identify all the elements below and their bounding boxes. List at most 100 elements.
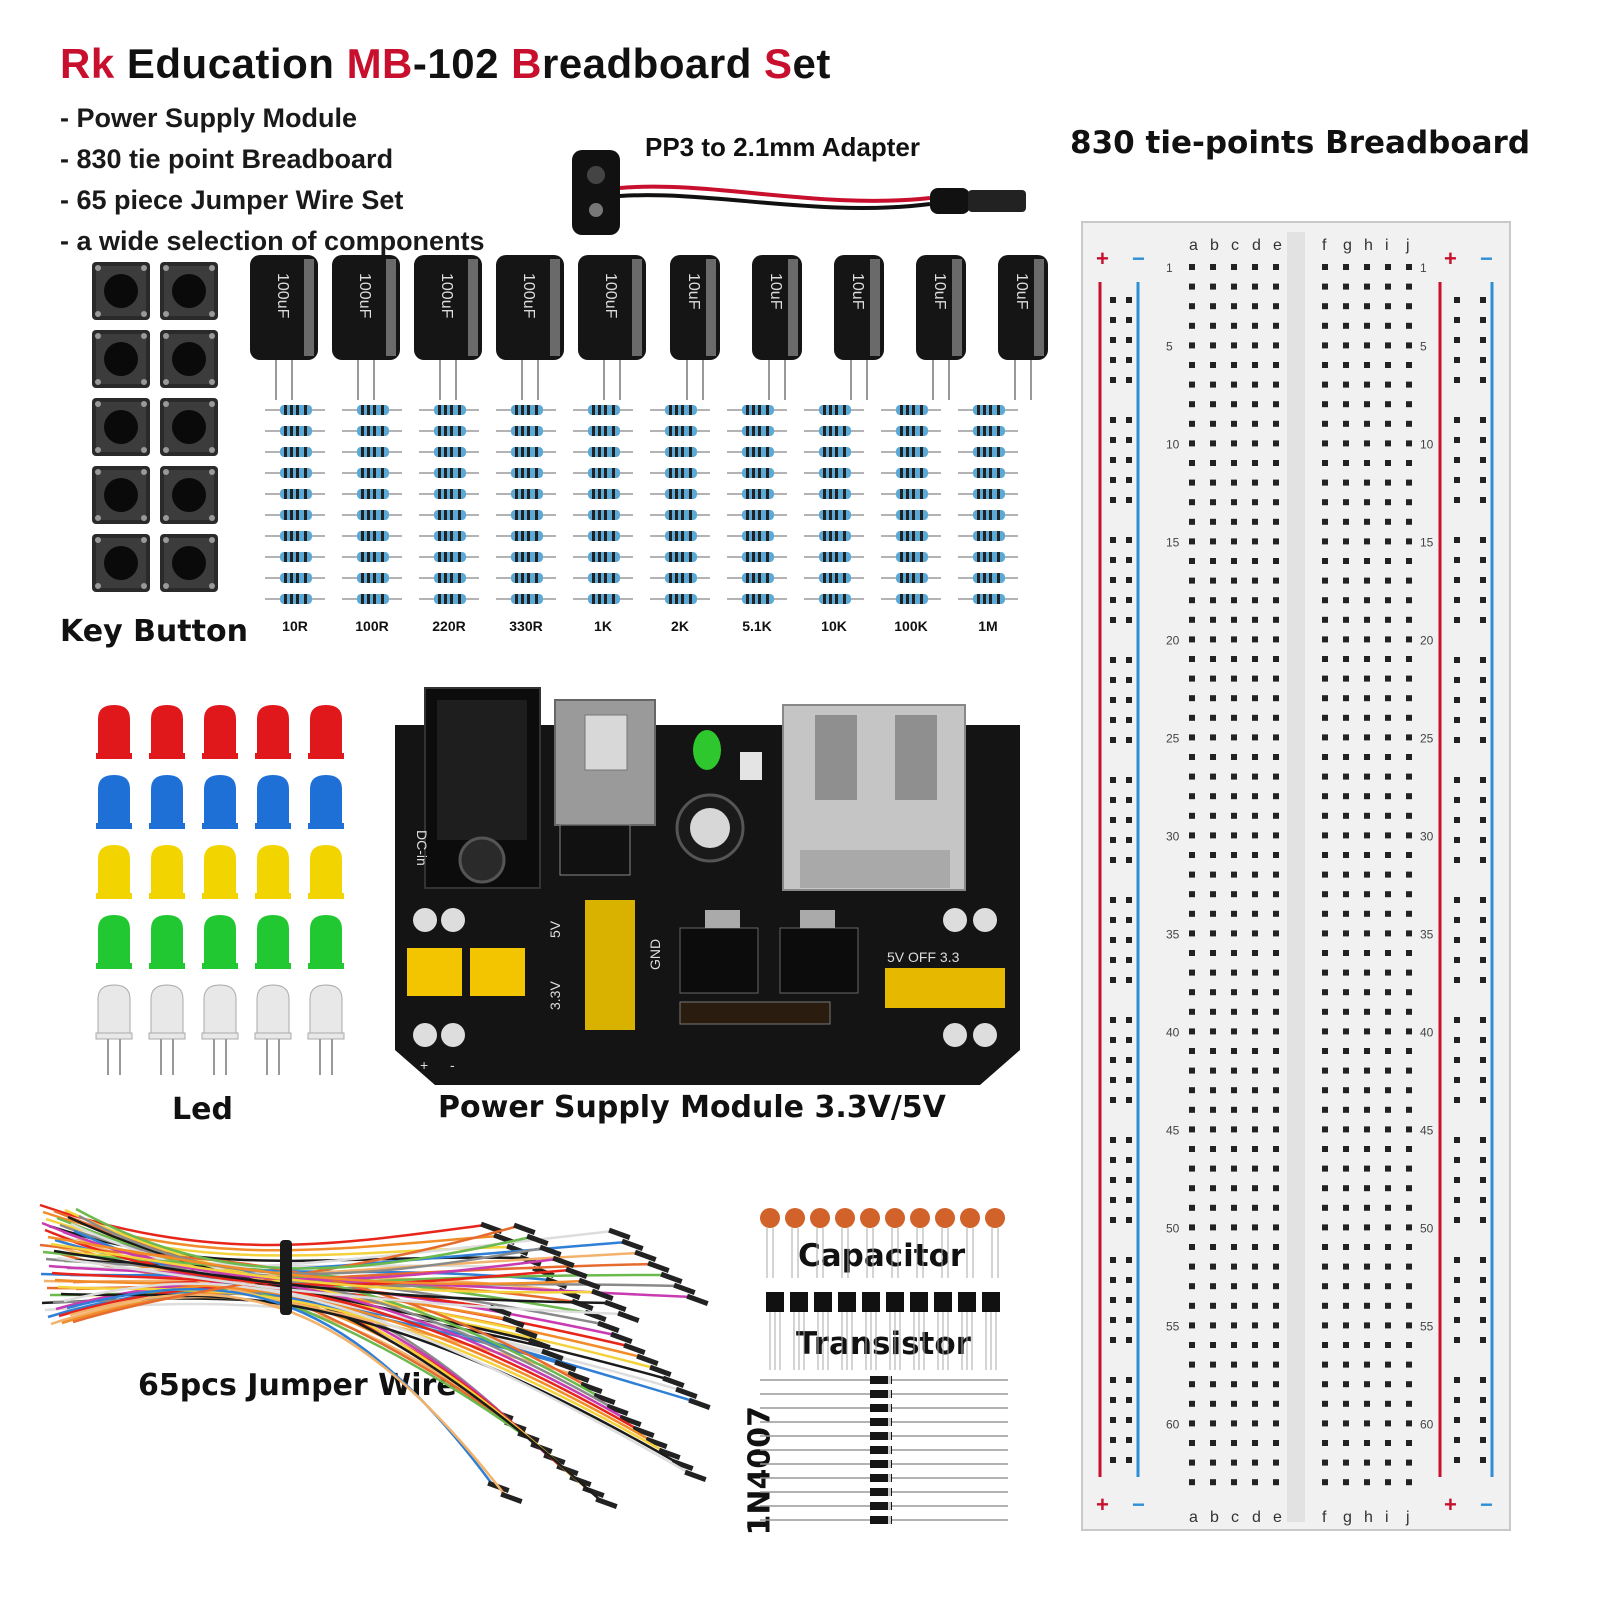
resistor: [419, 426, 479, 436]
led: [149, 705, 185, 759]
resistor: [496, 489, 556, 499]
column-letter: f: [1322, 1509, 1327, 1526]
led: [148, 984, 186, 1075]
5v-text: 5V: [547, 920, 563, 938]
resistor: [342, 594, 402, 604]
rail-sign: −: [1480, 246, 1493, 271]
ceramic-capacitors-image: [760, 1208, 1005, 1278]
row-number: 55: [1420, 1319, 1434, 1333]
resistor-value-label: 330R: [509, 618, 543, 634]
resistor: [419, 531, 479, 541]
resistor: [727, 531, 787, 541]
resistor: [573, 447, 633, 457]
row-number: 45: [1420, 1123, 1434, 1137]
resistor: [804, 447, 864, 457]
power-module-label: Power Supply Module 3.3V/5V: [438, 1090, 946, 1125]
capacitor-value-text: 100uF: [602, 273, 619, 319]
diode: [760, 1376, 1008, 1384]
transistor: [958, 1292, 976, 1370]
diode: [760, 1516, 1008, 1524]
column-letter: j: [1405, 237, 1410, 254]
feature-item: - 830 tie point Breadboard: [60, 144, 394, 174]
resistor: [958, 573, 1018, 583]
resistor: [573, 468, 633, 478]
ceramic-capacitor: [810, 1208, 830, 1278]
row-number: 35: [1166, 927, 1180, 941]
column-letter: d: [1252, 1509, 1261, 1526]
resistor: [496, 510, 556, 520]
row-number: 1: [1420, 261, 1427, 275]
rail-sign: −: [1132, 1492, 1145, 1517]
resistor: [650, 405, 710, 415]
resistor: [958, 552, 1018, 562]
led: [201, 984, 239, 1075]
resistor: [881, 594, 941, 604]
column-letter: c: [1231, 1509, 1239, 1526]
resistor: [265, 405, 325, 415]
jumper-wire: [50, 1295, 497, 1414]
row-number: 40: [1420, 1025, 1434, 1039]
key-button: [92, 534, 150, 592]
resistor: [419, 510, 479, 520]
resistor: [727, 447, 787, 457]
resistor: [958, 489, 1018, 499]
resistor: [958, 510, 1018, 520]
key-button: [160, 466, 218, 524]
resistor: [342, 447, 402, 457]
diode: [760, 1404, 1008, 1412]
feature-list: - Power Supply Module- 830 tie point Bre…: [60, 98, 485, 262]
resistor: [419, 594, 479, 604]
led: [149, 775, 185, 829]
title-part: Rk: [60, 40, 115, 87]
resistor: [958, 531, 1018, 541]
jumper-wire: [63, 1282, 690, 1475]
resistor: [650, 426, 710, 436]
title-part: S: [764, 40, 793, 87]
transistors-image: [766, 1292, 1000, 1370]
minus-text: -: [450, 1057, 455, 1073]
row-number: 45: [1166, 1123, 1180, 1137]
resistor: [958, 405, 1018, 415]
breadboard-label: 830 tie-points Breadboard: [1070, 125, 1531, 161]
capacitor-value-text: 10uF: [931, 273, 948, 310]
adapter-label: PP3 to 2.1mm Adapter: [645, 132, 921, 162]
row-number: 5: [1420, 339, 1427, 353]
led: [149, 845, 185, 899]
rail-sign: +: [1444, 246, 1457, 271]
transistor-label: Transistor: [796, 1326, 971, 1362]
ceramic-capacitor: [960, 1208, 980, 1278]
resistor: [496, 426, 556, 436]
electrolytic-capacitor: 100uF: [250, 255, 318, 400]
resistor: [804, 426, 864, 436]
battery-adapter-image: [572, 150, 1026, 235]
diode: [760, 1474, 1008, 1482]
resistor: [804, 531, 864, 541]
transistor: [838, 1292, 856, 1370]
led: [96, 705, 132, 759]
power-supply-module-image: DC-in 5V 3.3V GND 5V OFF 3.3 + -: [395, 687, 1020, 1085]
resistor: [804, 552, 864, 562]
column-letter: e: [1273, 237, 1282, 254]
resistor: [496, 447, 556, 457]
ceramic-capacitor: [985, 1208, 1005, 1278]
column-letter: g: [1343, 1509, 1352, 1526]
capacitor-value-text: 10uF: [849, 273, 866, 310]
key-button: [160, 330, 218, 388]
rail-sign: +: [1096, 1492, 1109, 1517]
leds-image: [95, 705, 345, 1075]
jumper-wire-label: 65pcs Jumper Wire: [138, 1368, 457, 1403]
row-number: 35: [1420, 927, 1434, 941]
electrolytic-capacitor: 10uF: [998, 255, 1048, 400]
resistor-value-label: 100R: [355, 618, 389, 634]
resistor-value-label: 1K: [594, 618, 612, 634]
resistor: [650, 573, 710, 583]
resistor-value-label: 100K: [894, 618, 928, 634]
resistor: [573, 552, 633, 562]
row-number: 60: [1166, 1417, 1180, 1431]
resistor: [265, 489, 325, 499]
title-part: Education: [114, 40, 347, 87]
resistor: [650, 552, 710, 562]
key-button: [160, 534, 218, 592]
column-letter: i: [1385, 237, 1389, 254]
column-letter: g: [1343, 237, 1352, 254]
